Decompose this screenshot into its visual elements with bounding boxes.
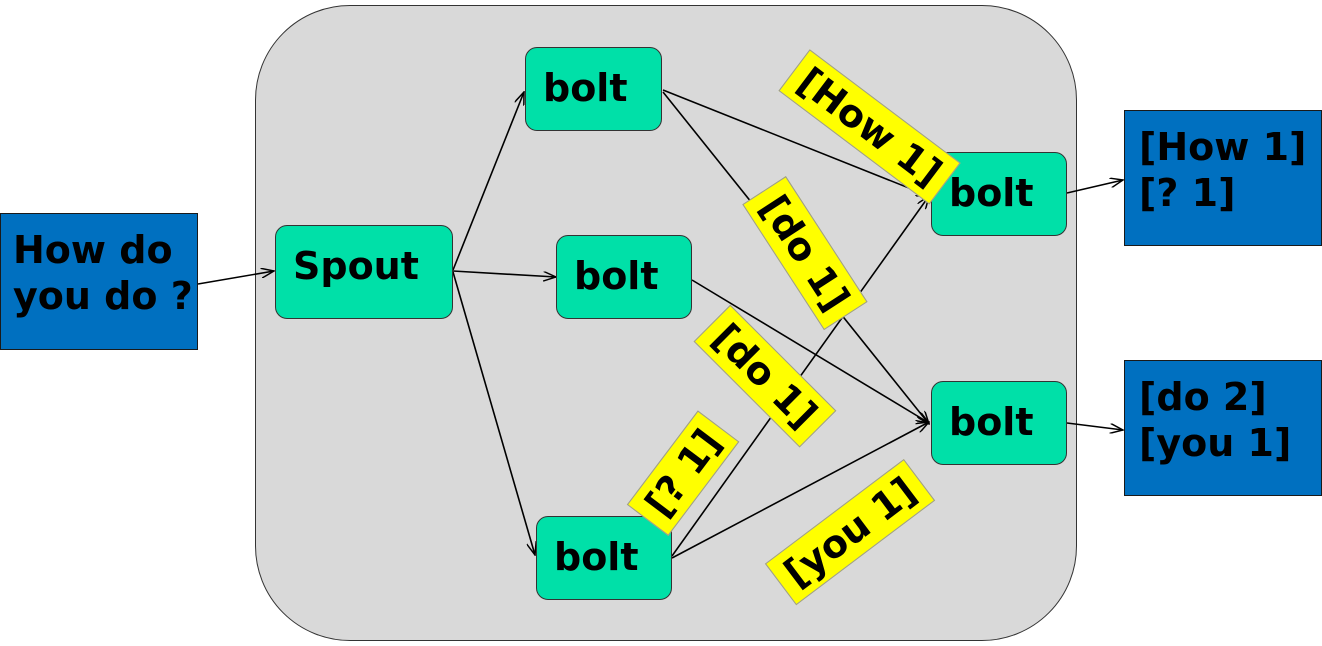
bolt-middle-label: bolt [574,254,659,299]
bolt-top-label: bolt [543,66,628,111]
bolt-node-middle: bolt [556,235,692,319]
bolt-node-lower-right: bolt [931,381,1067,465]
output-upper-line-2: [? 1] [1139,170,1236,215]
bolt-lower-right-label: bolt [949,400,1034,445]
output-box-upper: [How 1] [? 1] [1124,110,1322,246]
bolt-bottom-label: bolt [554,535,639,580]
input-line-2: you do ? [13,273,193,318]
output-lower-line-2: [you 1] [1139,420,1292,465]
bolt-upper-right-label: bolt [949,171,1034,216]
output-upper-line-1: [How 1] [1139,125,1307,169]
input-sentence-box: How do you do ? [0,213,198,350]
bolt-node-top: bolt [525,47,662,131]
output-lower-line-1: [do 2] [1139,375,1267,419]
input-line-1: How do [13,228,173,272]
spout-label: Spout [293,244,419,288]
bolt-node-bottom: bolt [536,516,672,600]
output-box-lower: [do 2] [you 1] [1124,360,1322,496]
spout-node: Spout [275,225,453,319]
